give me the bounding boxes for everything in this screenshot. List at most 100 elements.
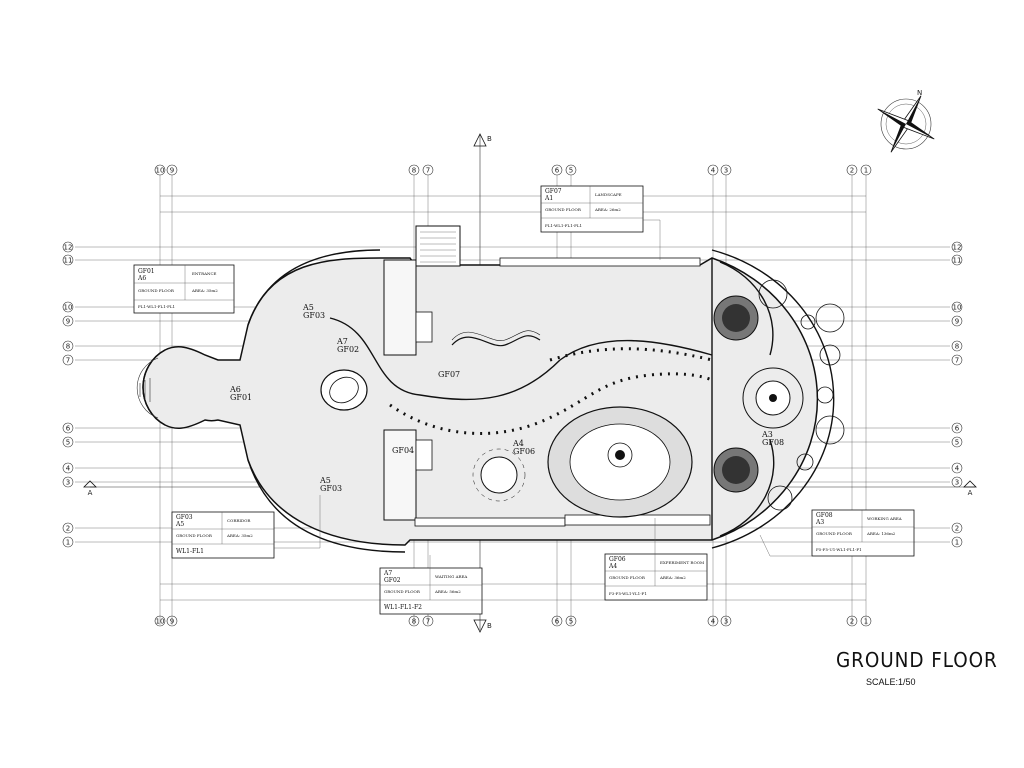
svg-text:5: 5 [569, 167, 573, 175]
svg-text:AREA: 36m2: AREA: 36m2 [659, 575, 686, 580]
drawing-scale: SCALE:1/50 [866, 677, 916, 687]
grid-bubble: 4 [951, 462, 963, 474]
svg-text:11: 11 [64, 257, 73, 265]
svg-text:A6: A6 [229, 385, 241, 394]
grid-bubble: 7 [422, 164, 434, 176]
grid-bubble: 4 [707, 164, 719, 176]
svg-text:F5-F5-U1-WL1-FL1-F1: F5-F5-U1-WL1-FL1-F1 [816, 547, 862, 552]
svg-text:7: 7 [66, 357, 70, 365]
svg-text:A5: A5 [302, 303, 314, 312]
svg-text:A3: A3 [815, 519, 824, 526]
svg-text:GROUND FLOOR: GROUND FLOOR [176, 533, 213, 538]
section-marker-left: A [83, 480, 97, 497]
svg-text:A5: A5 [175, 521, 184, 528]
svg-text:GF03: GF03 [320, 484, 342, 493]
grid-bubbles-right: 12 11 10 9 8 7 6 5 4 3 2 1 [951, 241, 963, 548]
grid-bubbles-left: 12 11 10 9 8 7 6 5 4 3 2 1 [62, 241, 74, 548]
svg-text:FL1-WL1-FL1-FL1: FL1-WL1-FL1-FL1 [545, 223, 582, 228]
grid-bubble: 9 [166, 615, 178, 627]
svg-text:2: 2 [850, 618, 854, 626]
svg-text:7: 7 [426, 167, 430, 175]
room-tag-gf07: GF07 [438, 370, 460, 379]
grid-bubble: 7 [951, 354, 963, 366]
svg-text:10: 10 [156, 618, 165, 626]
svg-text:6: 6 [555, 618, 560, 626]
svg-text:B: B [487, 622, 492, 630]
legend-box-gf01: GF01 A6 ENTRANCE GROUND FLOOR AREA: 35m2… [133, 264, 235, 314]
grid-bubble: 10 [951, 301, 963, 313]
svg-text:LANDSCAPE: LANDSCAPE [595, 192, 622, 197]
svg-text:A7: A7 [383, 570, 392, 577]
svg-text:7: 7 [426, 618, 430, 626]
svg-text:GROUND FLOOR: GROUND FLOOR [138, 288, 175, 293]
grid-bubble: 9 [951, 315, 963, 327]
svg-text:5: 5 [569, 618, 573, 626]
svg-text:GF01: GF01 [230, 393, 252, 402]
grid-bubble: 11 [62, 254, 74, 266]
grid-bubble: 8 [408, 164, 420, 176]
svg-text:3: 3 [724, 618, 728, 626]
svg-text:AREA: 35m2: AREA: 35m2 [226, 533, 253, 538]
svg-text:A3: A3 [761, 430, 773, 439]
grid-bubble: 4 [62, 462, 74, 474]
grid-bubble: 10 [62, 301, 74, 313]
grid-bubble: 2 [62, 522, 74, 534]
svg-text:2: 2 [955, 525, 959, 533]
svg-text:9: 9 [66, 318, 70, 326]
svg-text:12: 12 [953, 244, 962, 252]
grid-bubble: 1 [951, 536, 963, 548]
grid-bubble: 6 [951, 422, 963, 434]
grid-bubble: 6 [551, 615, 563, 627]
grid-bubble: 7 [62, 354, 74, 366]
svg-text:GROUND FLOOR: GROUND FLOOR [545, 207, 582, 212]
svg-text:10: 10 [64, 304, 73, 312]
svg-text:A: A [968, 489, 973, 497]
svg-text:GF03: GF03 [303, 311, 325, 320]
grid-bubble: 8 [62, 340, 74, 352]
grid-bubble: 2 [951, 522, 963, 534]
svg-text:GF01: GF01 [138, 268, 155, 275]
svg-text:7: 7 [955, 357, 959, 365]
grid-bubble: 8 [951, 340, 963, 352]
grid-bubble: 9 [62, 315, 74, 327]
legend-box-gf08: GF08 A3 WORKING AREA GROUND FLOOR AREA: … [811, 509, 915, 557]
svg-text:GROUND FLOOR: GROUND FLOOR [384, 589, 421, 594]
svg-text:2: 2 [850, 167, 854, 175]
svg-text:5: 5 [955, 439, 959, 447]
svg-text:GROUND FLOOR: GROUND FLOOR [609, 575, 646, 580]
grid-bubble: 11 [951, 254, 963, 266]
svg-text:3: 3 [955, 479, 959, 487]
grid-bubble: 8 [408, 615, 420, 627]
svg-text:N: N [917, 89, 922, 97]
grid-bubble: 1 [860, 615, 872, 627]
svg-text:1: 1 [864, 167, 868, 175]
svg-text:EXPERIMENT ROOM: EXPERIMENT ROOM [660, 560, 704, 565]
svg-text:8: 8 [66, 343, 70, 351]
grid-bubble: 3 [720, 615, 732, 627]
svg-text:ENTRANCE: ENTRANCE [192, 271, 217, 276]
svg-text:A6: A6 [137, 275, 146, 282]
svg-text:FL1-WL1-FL1-FL1: FL1-WL1-FL1-FL1 [138, 304, 175, 309]
grid-bubble: 5 [565, 164, 577, 176]
grid-bubble: 12 [951, 241, 963, 253]
svg-text:A4: A4 [608, 563, 617, 570]
svg-text:GF02: GF02 [384, 577, 401, 584]
svg-text:GF07: GF07 [438, 370, 460, 379]
grid-bubble: 1 [860, 164, 872, 176]
svg-text:8: 8 [412, 618, 416, 626]
svg-text:10: 10 [156, 167, 165, 175]
svg-text:9: 9 [170, 618, 174, 626]
north-arrow-icon: N [877, 89, 935, 153]
svg-text:A7: A7 [336, 337, 348, 346]
svg-text:WL1-FL1-F2: WL1-FL1-F2 [384, 604, 422, 611]
legend-box-a7: A7 GF02 WAITING AREA GROUND FLOOR AREA: … [379, 567, 483, 615]
svg-text:A4: A4 [512, 439, 524, 448]
svg-text:6: 6 [66, 425, 71, 433]
svg-text:4: 4 [711, 618, 716, 626]
grid-bubble: 4 [707, 615, 719, 627]
svg-text:GF08: GF08 [762, 438, 784, 447]
